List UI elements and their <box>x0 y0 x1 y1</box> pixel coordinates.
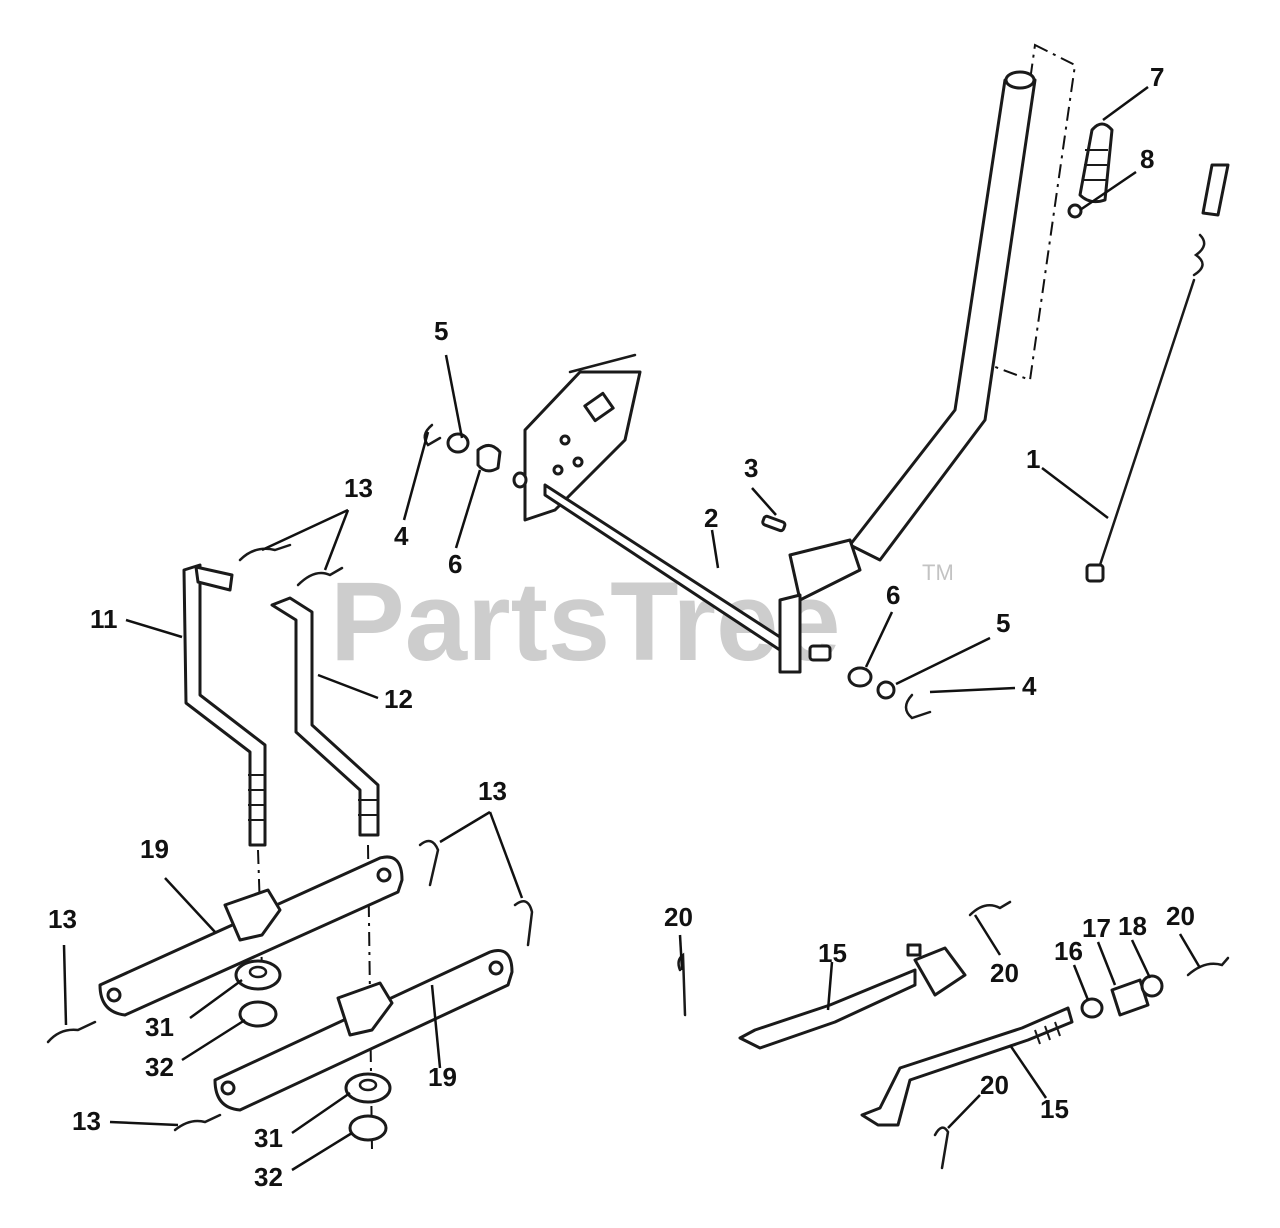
callout-32-upper: 32 <box>145 1052 174 1082</box>
callout-20-bottom: 20 <box>980 1070 1009 1100</box>
lift-arm-lower-part-19 <box>213 949 514 1112</box>
watermark-brand: PartsTree <box>330 559 841 684</box>
callout-17: 17 <box>1082 913 1111 943</box>
mounting-bracket <box>523 353 642 522</box>
adjuster-rod-upper-part-15 <box>677 900 1012 1050</box>
callout-13-top: 13 <box>344 473 373 503</box>
callout-labels: 5 4 6 3 2 7 8 1 6 5 4 13 11 12 13 19 13 … <box>48 62 1195 1192</box>
callout-20-right: 20 <box>1166 901 1195 931</box>
callout-4: 4 <box>394 521 409 551</box>
cross-shaft-part-2 <box>512 471 832 674</box>
callout-4-right: 4 <box>1022 671 1037 701</box>
bushing-and-nut-upper <box>234 959 282 1028</box>
callout-8: 8 <box>1140 144 1154 174</box>
watermark-trademark: TM <box>922 560 954 585</box>
lift-lever <box>788 70 1037 602</box>
callout-6-right: 6 <box>886 580 900 610</box>
callout-3: 3 <box>744 453 758 483</box>
callout-31-lower: 31 <box>254 1123 283 1153</box>
hairpin-clips-side <box>46 839 534 1132</box>
callout-12: 12 <box>384 684 413 714</box>
callout-13-left: 13 <box>48 904 77 934</box>
callout-13-bottom: 13 <box>72 1106 101 1136</box>
callout-7: 7 <box>1150 62 1164 92</box>
callout-6: 6 <box>448 549 462 579</box>
callout-19-upper: 19 <box>140 834 169 864</box>
callout-5-right: 5 <box>996 608 1010 638</box>
callout-15-lower: 15 <box>1040 1094 1069 1124</box>
callout-2: 2 <box>704 503 718 533</box>
ball-part-8 <box>1067 203 1083 219</box>
callout-20-left: 20 <box>664 902 693 932</box>
pin-part-3 <box>761 514 787 533</box>
left-end-hardware <box>423 423 502 473</box>
hairpin-clips-top <box>238 543 344 587</box>
callout-15-upper: 15 <box>818 938 847 968</box>
adjuster-rod-lower-part-15 <box>860 1006 1074 1170</box>
leader-lines <box>62 85 1202 1172</box>
callout-31-upper: 31 <box>145 1012 174 1042</box>
callout-19-lower: 19 <box>428 1062 457 1092</box>
spring-part-7 <box>1078 122 1114 204</box>
callout-16: 16 <box>1054 936 1083 966</box>
callout-11: 11 <box>90 604 118 634</box>
callout-5: 5 <box>434 316 448 346</box>
callout-1: 1 <box>1026 444 1040 474</box>
callout-32-lower: 32 <box>254 1162 283 1192</box>
callout-13-right: 13 <box>478 776 507 806</box>
lift-arm-upper-part-19 <box>98 855 404 1017</box>
right-end-hardware <box>847 666 932 720</box>
bushing-and-nut-lower <box>344 1072 392 1142</box>
callout-18: 18 <box>1118 911 1147 941</box>
rod-part-1 <box>1085 163 1230 583</box>
callout-20-mid: 20 <box>990 958 1019 988</box>
lift-link-part-11 <box>182 563 267 971</box>
adjuster-hardware <box>1080 956 1230 1019</box>
